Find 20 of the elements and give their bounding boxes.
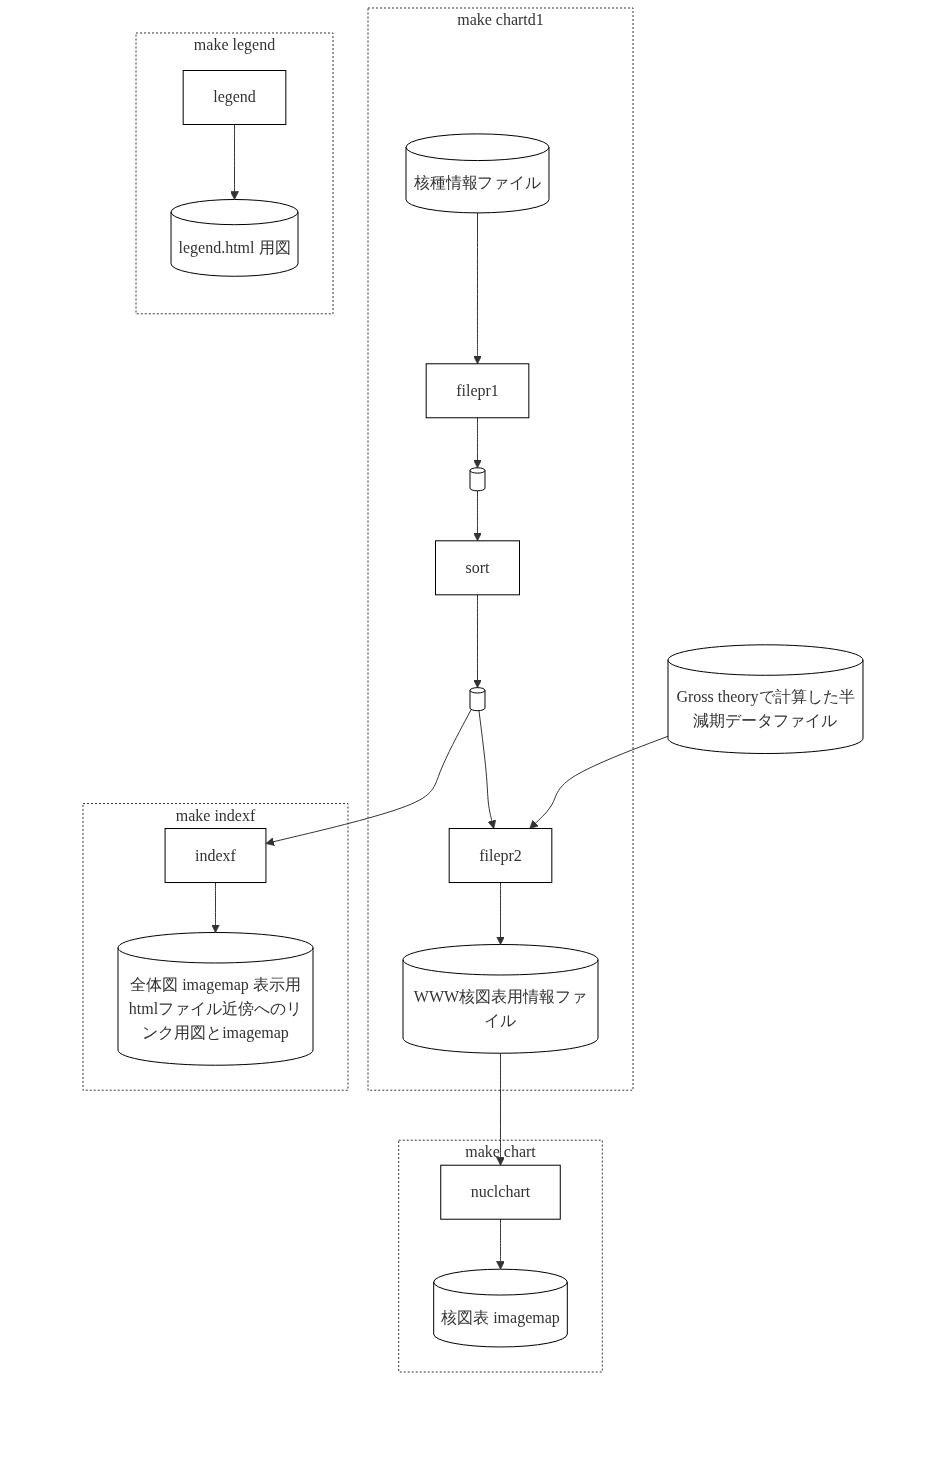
node-cylinder [469, 467, 485, 492]
arrow [477, 710, 496, 829]
arrow [472, 594, 482, 689]
node-box: filepr1 [425, 363, 529, 419]
arrow [528, 735, 668, 829]
arrow [229, 124, 239, 200]
node-box: indexf [164, 828, 266, 883]
node-box: nuclchart [439, 1164, 561, 1220]
arrow [265, 708, 472, 846]
arrow [495, 882, 505, 945]
node-cylinder [469, 687, 485, 712]
node-box: filepr2 [448, 828, 552, 883]
arrow [495, 1218, 505, 1270]
arrow [495, 1052, 505, 1166]
arrow [472, 490, 482, 542]
arrow [472, 212, 482, 365]
arrow [472, 417, 482, 469]
node-box: legend [182, 70, 286, 125]
node-box: sort [434, 540, 520, 596]
arrow [210, 882, 220, 933]
